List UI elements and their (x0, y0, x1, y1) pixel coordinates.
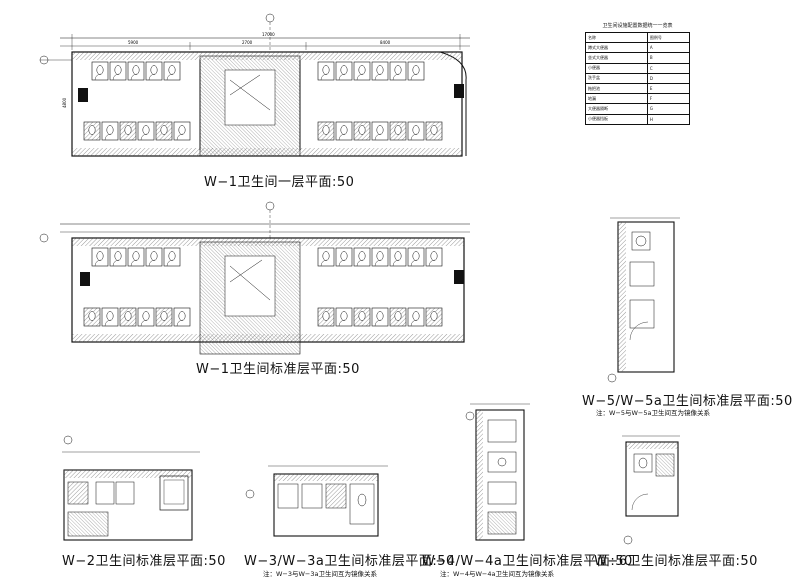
w4-plan (465, 403, 530, 541)
legend-row-symbol: E (646, 82, 691, 95)
w2-plan (62, 435, 200, 541)
w3-plan (245, 465, 388, 537)
w5-note: 注：W−5与W−5a卫生间互为镜像关系 (596, 409, 711, 417)
legend-row-name: 坐式大便器 (585, 52, 648, 64)
w6-title: W−6卫生间标准层平面:50 (594, 554, 758, 569)
legend-col-symbol: 图例号 (646, 31, 691, 44)
w4-note: 注：W−4与W−4a卫生间互为镜像关系 (440, 570, 555, 578)
legend-heading: 卫生间设施配置数据统一一览表 (602, 23, 673, 29)
legend-row-name: 洗手盆 (585, 72, 648, 84)
w1-ground-title: W−1卫生间一层平面:50 (204, 175, 355, 190)
w1-total-dim: 17000 (262, 32, 275, 37)
w3-title: W−3/W−3a卫生间标准层平面:50 (244, 554, 455, 569)
w1-standard-title: W−1卫生间标准层平面:50 (196, 362, 360, 377)
legend-col-name: 名称 (585, 31, 648, 44)
legend-row-symbol: H (646, 113, 691, 125)
legend-row-symbol: C (646, 62, 691, 74)
w1-height-dim: 4800 (62, 97, 67, 108)
legend-row-symbol: A (646, 42, 691, 54)
legend-row-symbol: D (646, 72, 691, 84)
legend-row-name: 拖把池 (585, 82, 648, 95)
w2-title: W−2卫生间标准层平面:50 (62, 554, 226, 569)
legend-row-symbol: G (646, 103, 691, 115)
w1-standard-plan (39, 201, 470, 355)
legend-row-name: 小便器挡板 (585, 113, 648, 125)
w3-note: 注：W−3与W−3a卫生间互为镜像关系 (263, 570, 378, 578)
legend-row-name: 小便器 (585, 62, 648, 74)
legend-row-name: 大便器隔断 (585, 103, 648, 115)
w1-left-dim: 5900 (128, 40, 139, 45)
w5-plan (607, 217, 680, 383)
w4-title: W−4/W−4a卫生间标准层平面:50 (422, 554, 633, 569)
legend-row-symbol: F (646, 93, 691, 105)
w6-plan (622, 435, 680, 545)
w1-ground-plan (39, 13, 470, 157)
w1-mid-dim: 2700 (242, 40, 253, 45)
legend-row-name: 蹲式大便器 (585, 42, 648, 54)
drawing-sheet: 17000 5900 2700 8400 4800 (39, 13, 680, 545)
legend-row-symbol: B (646, 52, 691, 64)
legend-row-name: 地漏 (585, 93, 648, 105)
w1-right-dim: 8400 (380, 40, 391, 45)
w5-title: W−5/W−5a卫生间标准层平面:50 (582, 394, 793, 409)
